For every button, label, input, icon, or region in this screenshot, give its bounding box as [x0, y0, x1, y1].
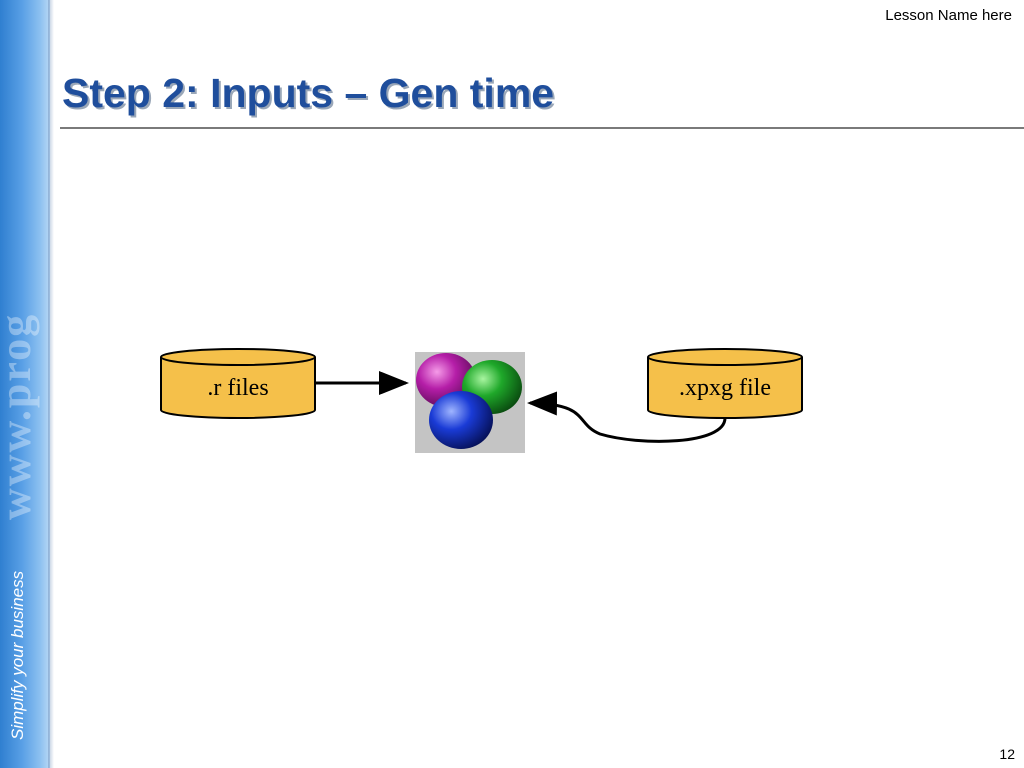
title-divider [60, 127, 1024, 129]
xpxg-file-label: .xpxg file [679, 375, 771, 401]
page-number: 12 [999, 746, 1015, 762]
r-files-cylinder [160, 348, 316, 419]
sidebar: www.prog Simplify your business [0, 0, 50, 768]
xpxg-file-cylinder [647, 348, 803, 419]
three-spheres-icon [415, 352, 525, 453]
r-files-label: .r files [207, 375, 269, 401]
lesson-name-label: Lesson Name here [885, 7, 1012, 24]
arrow-xpxg-to-generator [527, 391, 727, 443]
sidebar-shadow [48, 0, 54, 768]
slide-title: Step 2: Inputs – Gen time [62, 70, 555, 116]
